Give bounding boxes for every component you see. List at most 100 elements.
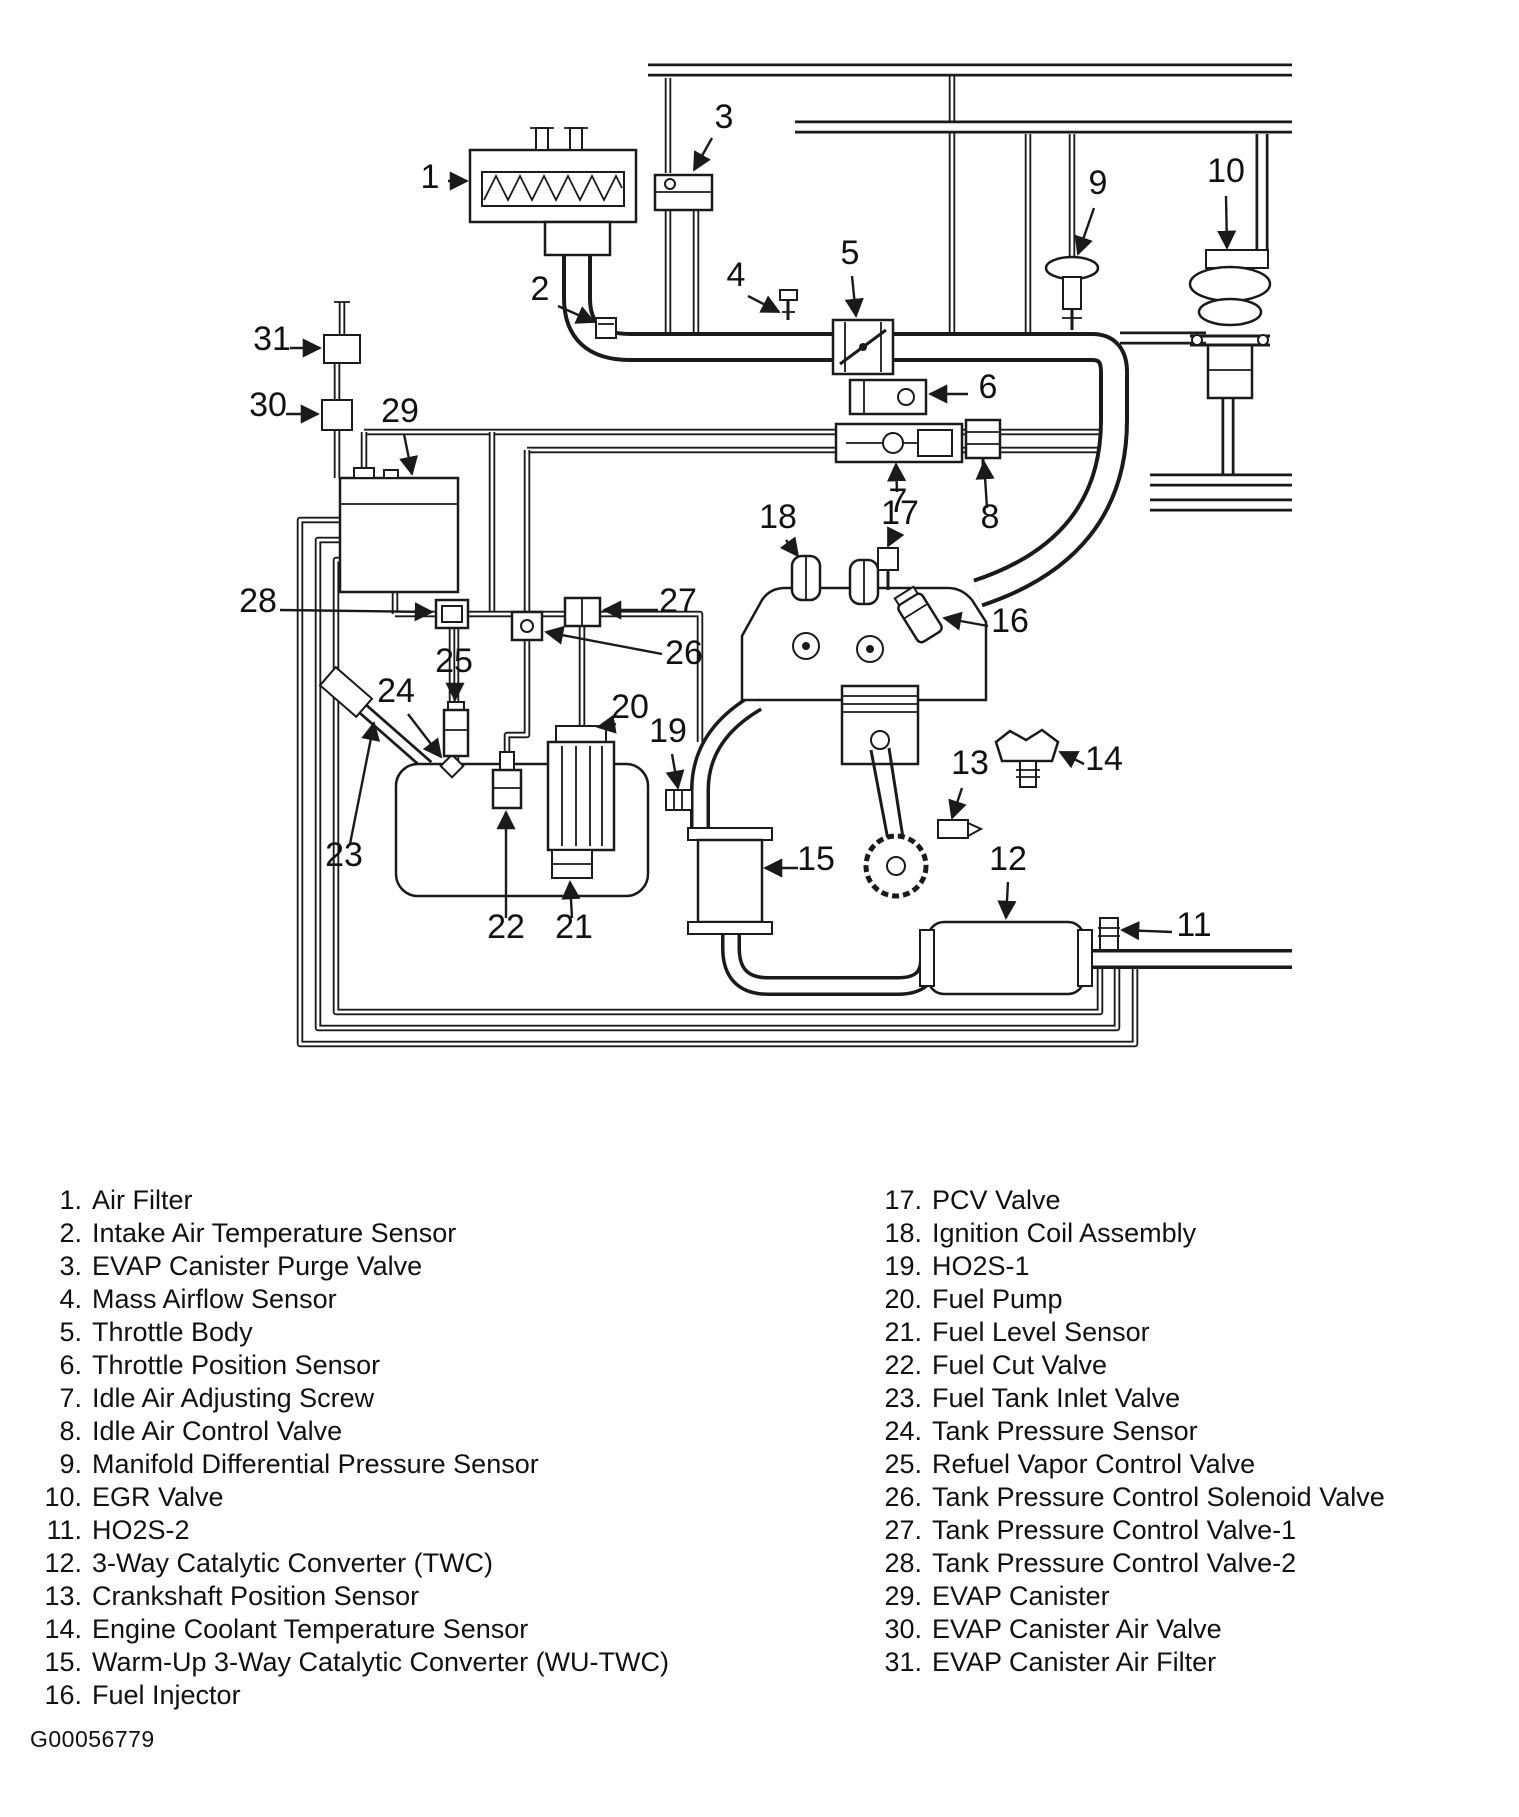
- legend-item-number: 15.: [44, 1647, 82, 1677]
- legend-item-label: Mass Airflow Sensor: [92, 1284, 337, 1314]
- legend-item: 27.Tank Pressure Control Valve-1: [876, 1514, 1385, 1547]
- callout-number: 2: [531, 270, 550, 308]
- callout-leader-arrow: [1217, 195, 1237, 250]
- fuel-pump: [546, 725, 616, 852]
- callout-number: 9: [1089, 164, 1108, 202]
- components: [318, 127, 1272, 996]
- callout-leader-arrow: [1058, 750, 1085, 769]
- legend-item-number: 26.: [884, 1482, 922, 1512]
- evap-canister: [338, 467, 460, 594]
- evap-canister-air-filter: [323, 301, 361, 364]
- legend-item-label: Tank Pressure Control Valve-1: [932, 1515, 1297, 1545]
- legend-item: 16.Fuel Injector: [36, 1679, 876, 1712]
- callout-leader-arrow: [561, 880, 581, 919]
- legend-item-label: Tank Pressure Control Solenoid Valve: [932, 1482, 1385, 1512]
- legend-item-number: 23.: [884, 1383, 922, 1413]
- legend-item: 19.HO2S-1: [876, 1250, 1385, 1283]
- intake-air-temperature-sensor: [595, 317, 617, 339]
- legend-item-number: 14.: [44, 1614, 82, 1644]
- legend-item-number: 22.: [884, 1350, 922, 1380]
- callout-number: 11: [1176, 906, 1211, 944]
- legend-item-label: Throttle Position Sensor: [92, 1350, 381, 1380]
- callout-leader-arrow: [1120, 921, 1173, 941]
- vacuum-hose-routing-diagram: 1234567891011121314151617181920212223242…: [239, 63, 1292, 1048]
- legend-item-label: EGR Valve: [92, 1482, 224, 1512]
- refuel-vapor-control-valve: [442, 701, 470, 758]
- callout-leader-arrow: [948, 787, 967, 820]
- ho2s-2-sensor: [1098, 917, 1120, 951]
- legend-item: 13.Crankshaft Position Sensor: [36, 1580, 876, 1613]
- legend-item-number: 21.: [884, 1317, 922, 1347]
- ho2s-1-sensor: [665, 789, 693, 811]
- callout-2: 2: [531, 270, 596, 324]
- callout-22: 22: [487, 810, 525, 946]
- callout-number: 31: [253, 320, 291, 358]
- legend-item-number: 4.: [59, 1284, 82, 1314]
- idle-air-adjusting-screw: [834, 422, 964, 464]
- callout-leader-arrow: [887, 462, 907, 493]
- legend-item-label: PCV Valve: [932, 1185, 1061, 1215]
- engine-coolant-temperature-sensor: [994, 728, 1060, 788]
- legend-item-number: 12.: [44, 1548, 82, 1578]
- legend-item-number: 16.: [44, 1680, 82, 1710]
- callout-29: 29: [381, 392, 419, 476]
- callout-number: 25: [435, 642, 473, 680]
- legend-item: 4. Mass Airflow Sensor: [36, 1283, 876, 1316]
- figure-id: G00056779: [30, 1726, 155, 1752]
- callout-number: 7: [889, 482, 908, 520]
- callout-number: 29: [381, 392, 419, 430]
- legend-item-number: 30.: [884, 1614, 922, 1644]
- legend-item-label: EVAP Canister Air Valve: [932, 1614, 1222, 1644]
- legend-item-label: HO2S-1: [932, 1251, 1030, 1281]
- callout-number: 14: [1085, 740, 1123, 778]
- callout-number: 5: [841, 234, 860, 272]
- legend-item-number: 24.: [884, 1416, 922, 1446]
- callout-number: 1: [421, 158, 440, 196]
- legend-item-label: Fuel Tank Inlet Valve: [932, 1383, 1181, 1413]
- fuel-injector: [893, 585, 943, 644]
- callout-30: 30: [249, 386, 320, 424]
- callout-23: 23: [325, 721, 381, 874]
- callout-21: 21: [555, 880, 593, 946]
- legend-item: 31.EVAP Canister Air Filter: [876, 1646, 1385, 1679]
- callout-3: 3: [692, 98, 733, 172]
- legend-item: 3.EVAP Canister Purge Valve: [36, 1250, 876, 1283]
- callout-leader-arrow: [279, 602, 434, 622]
- callout-leader-arrow: [844, 275, 864, 318]
- legend-item: 17.PCV Valve: [876, 1184, 1385, 1217]
- legend-item-number: 5.: [59, 1317, 82, 1347]
- callout-12: 12: [989, 840, 1027, 920]
- legend-item-label: 3-Way Catalytic Converter (TWC): [92, 1548, 494, 1578]
- callout-number: 13: [951, 744, 989, 782]
- legend-item: 12. 3-Way Catalytic Converter (TWC): [36, 1547, 876, 1580]
- legend-item: 21.Fuel Level Sensor: [876, 1316, 1385, 1349]
- legend-item-label: Warm-Up 3-Way Catalytic Converter (WU-TW…: [92, 1647, 670, 1677]
- callout-5: 5: [841, 234, 864, 318]
- callout-leader-arrow: [399, 433, 419, 476]
- legend-item-label: Fuel Pump: [932, 1284, 1063, 1314]
- mass-airflow-sensor: [779, 289, 798, 320]
- legend-item: 7.Idle Air Adjusting Screw: [36, 1382, 876, 1415]
- idle-air-control-valve: [964, 418, 1002, 470]
- callout-17: 17: [881, 494, 919, 548]
- legend-item: 30. EVAP Canister Air Valve: [876, 1613, 1385, 1646]
- callout-number: 16: [991, 602, 1029, 640]
- callout-number: 30: [249, 386, 287, 424]
- legend-item: 24.Tank Pressure Sensor: [876, 1415, 1385, 1448]
- egr-valve: [1188, 249, 1272, 400]
- ignition-coil-assembly: [790, 554, 880, 606]
- callout-leader-arrow: [886, 526, 905, 548]
- manifold-differential-pressure-sensor: [1044, 255, 1100, 330]
- callout-9: 9: [1074, 164, 1108, 256]
- legend-item-number: 7.: [59, 1383, 82, 1413]
- legend-item-label: Engine Coolant Temperature Sensor: [92, 1614, 529, 1644]
- legend-item-label: Tank Pressure Control Valve-2: [932, 1548, 1297, 1578]
- callout-4: 4: [727, 256, 781, 314]
- legend-item: 5.Throttle Body: [36, 1316, 876, 1349]
- callout-15: 15: [763, 840, 835, 878]
- legend-item-number: 28.: [884, 1548, 922, 1578]
- callout-1: 1: [421, 158, 469, 196]
